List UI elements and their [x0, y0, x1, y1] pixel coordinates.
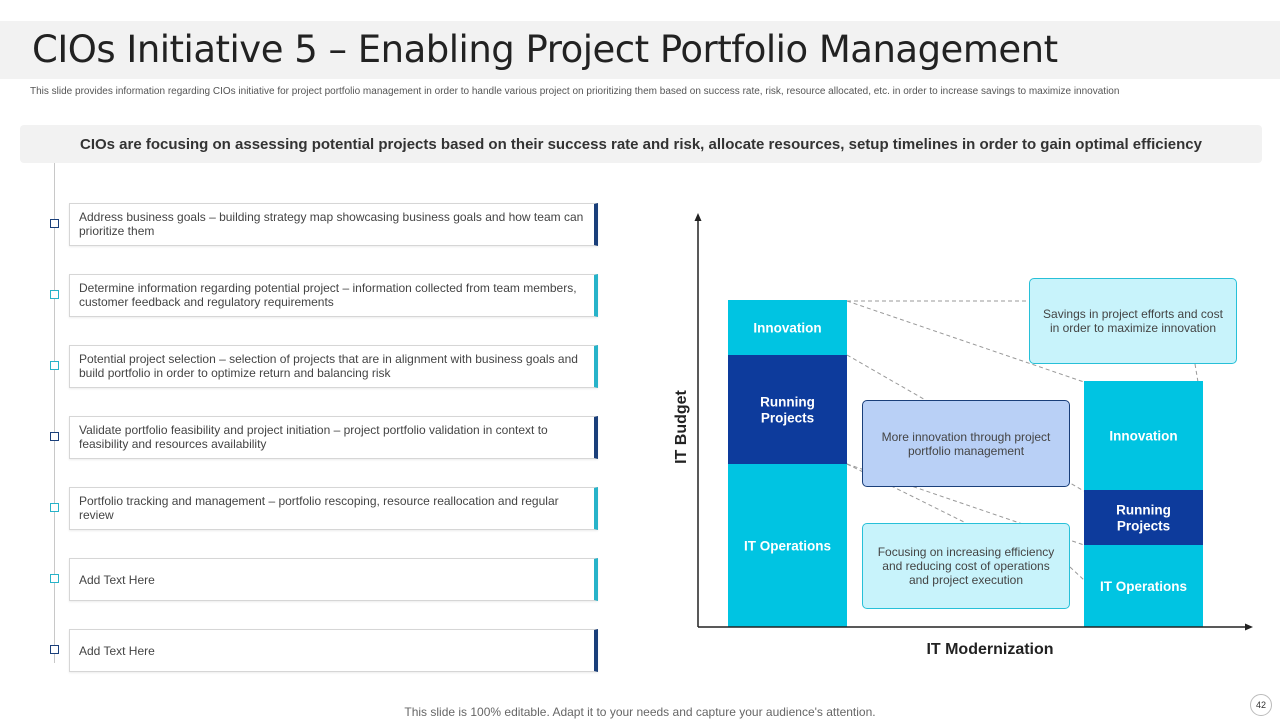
step-5-text: Portfolio tracking and management – port… — [79, 494, 559, 522]
callout-savings: Savings in project efforts and cost in o… — [1029, 278, 1237, 364]
step-bullet-3 — [50, 361, 59, 370]
step-1: Address business goals – building strate… — [69, 203, 598, 246]
title-bar — [0, 21, 1280, 79]
page-subtitle: This slide provides information regardin… — [30, 86, 1120, 97]
step-4-text: Validate portfolio feasibility and proje… — [79, 423, 548, 451]
step-3: Potential project selection – selection … — [69, 345, 598, 388]
bar-2-segment-it-operations — [1084, 545, 1203, 627]
step-bullet-7 — [50, 645, 59, 654]
step-6: Add Text Here — [69, 558, 598, 601]
step-2: Determine information regarding potentia… — [69, 274, 598, 317]
page-title: CIOs Initiative 5 – Enabling Project Por… — [32, 28, 1058, 71]
step-5: Portfolio tracking and management – port… — [69, 487, 598, 530]
bar-2-segment-running-projects — [1084, 490, 1203, 545]
bar-1-label-innovation: Innovation — [753, 321, 821, 336]
bar-2-label-innovation: Innovation — [1109, 429, 1177, 444]
step-bullet-1 — [50, 219, 59, 228]
page-number: 42 — [1250, 694, 1272, 716]
bar-1-segment-it-operations — [728, 464, 847, 627]
key-message-banner: CIOs are focusing on assessing potential… — [20, 125, 1262, 163]
x-axis-label: IT Modernization — [926, 641, 1053, 658]
callout-savings-text: Savings in project efforts and cost in o… — [1043, 307, 1223, 335]
step-2-text: Determine information regarding potentia… — [79, 281, 577, 309]
bar-1-label-it-operations: IT Operations — [744, 539, 831, 554]
bar-1-segment-running-projects — [728, 355, 847, 464]
bar-2-segment-innovation — [1084, 381, 1203, 490]
footer-note: This slide is 100% editable. Adapt it to… — [404, 705, 876, 719]
y-axis-label: IT Budget — [673, 389, 690, 463]
step-7-text: Add Text Here — [79, 643, 155, 658]
step-bullet-5 — [50, 503, 59, 512]
step-1-text: Address business goals – building strate… — [79, 210, 584, 238]
x-axis-arrow — [1245, 623, 1253, 631]
y-axis-arrow — [694, 213, 702, 221]
timeline-line — [54, 163, 55, 663]
step-bullet-6 — [50, 574, 59, 583]
bar-1-segment-innovation — [728, 300, 847, 355]
step-3-text: Potential project selection – selection … — [79, 352, 578, 380]
step-4: Validate portfolio feasibility and proje… — [69, 416, 598, 459]
step-7: Add Text Here — [69, 629, 598, 672]
callout-innovation-text: More innovation through project portfoli… — [881, 429, 1051, 458]
callout-innovation: More innovation through project portfoli… — [862, 400, 1070, 487]
banner-text: CIOs are focusing on assessing potential… — [79, 135, 1202, 153]
step-6-text: Add Text Here — [79, 572, 155, 587]
callout-efficiency-text: Focusing on increasing efficiency and re… — [877, 545, 1055, 587]
bar-2-label-it-operations: IT Operations — [1100, 579, 1187, 594]
step-bullet-4 — [50, 432, 59, 441]
step-bullet-2 — [50, 290, 59, 299]
callout-efficiency: Focusing on increasing efficiency and re… — [862, 523, 1070, 609]
